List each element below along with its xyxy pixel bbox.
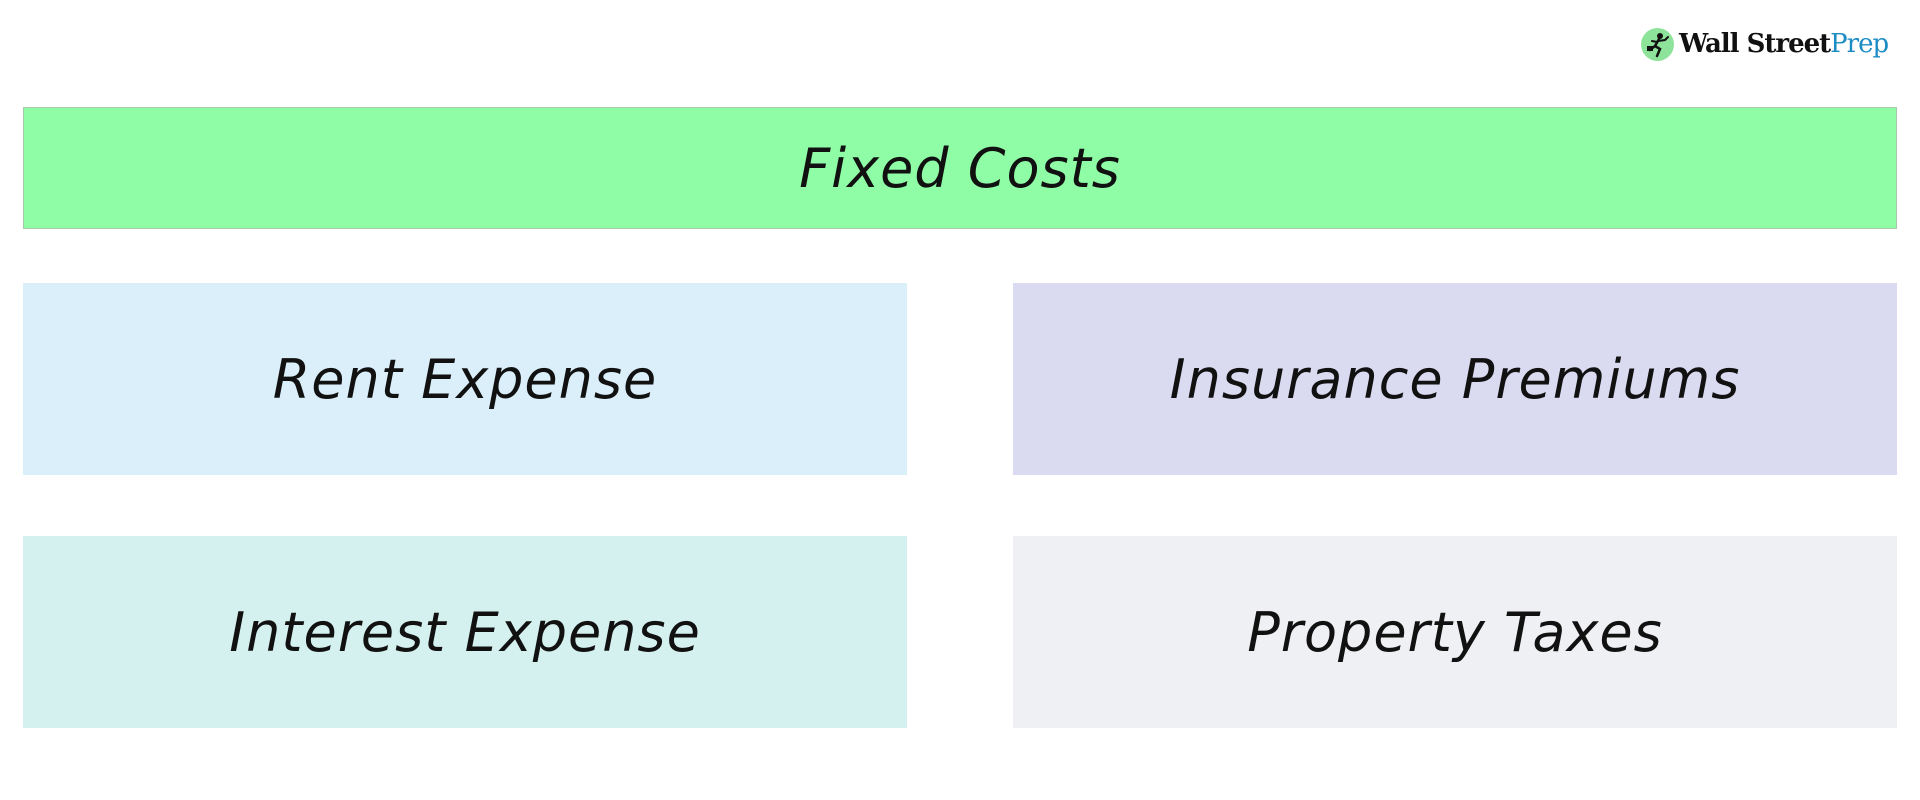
logo-text-accent: Prep — [1830, 29, 1889, 59]
wall-street-prep-logo: Wall StreetPrep — [1641, 26, 1889, 62]
running-businessman-icon — [1641, 27, 1674, 61]
property-taxes-box: Property Taxes — [1013, 536, 1897, 728]
interest-expense-box: Interest Expense — [23, 536, 907, 728]
insurance-premiums-box: Insurance Premiums — [1013, 283, 1897, 475]
box-label: Property Taxes — [1247, 600, 1663, 664]
box-label: Rent Expense — [272, 347, 658, 411]
box-label: Interest Expense — [229, 600, 701, 664]
header-label: Fixed Costs — [799, 136, 1121, 200]
box-label: Insurance Premiums — [1169, 347, 1741, 411]
logo-text-primary: Wall Street — [1679, 29, 1831, 59]
rent-expense-box: Rent Expense — [23, 283, 907, 475]
logo-wordmark: Wall StreetPrep — [1679, 29, 1889, 59]
fixed-costs-header: Fixed Costs — [23, 107, 1897, 229]
